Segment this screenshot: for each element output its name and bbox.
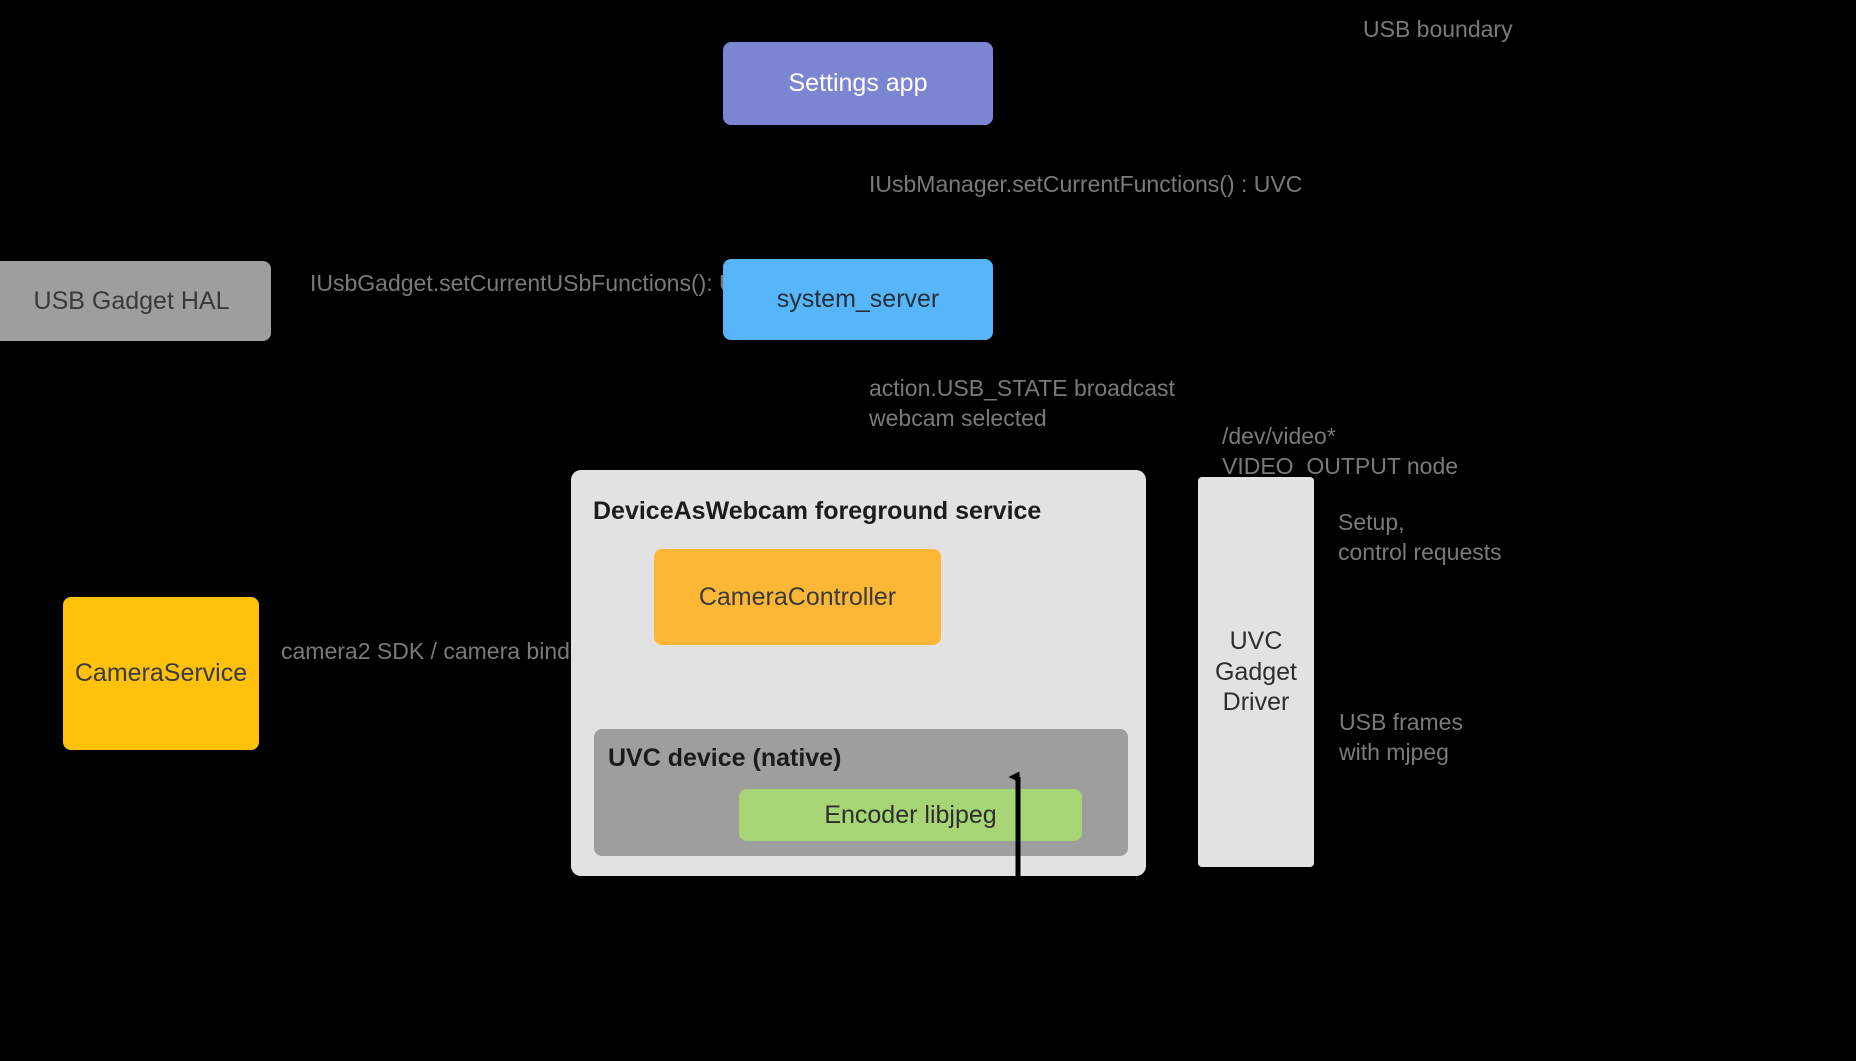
label-camera2-sdk-camera-binder: camera2 SDK / camera binder: [281, 638, 591, 664]
label-usb-boundary: USB boundary: [1363, 16, 1513, 42]
label-iusbmanager-setcurrentfunctions: IUsbManager.setCurrentFunctions() : UVC: [869, 171, 1303, 197]
label-usb-frames-with-mjpeg: USB frames with mjpeg: [1339, 709, 1463, 766]
label-dev-video-output-node: /dev/video* VIDEO_OUTPUT node: [1222, 423, 1459, 480]
node-deviceaswebcam-service-title: DeviceAsWebcam foreground service: [593, 497, 1042, 525]
node-uvc-device-native-title: UVC device (native): [608, 744, 842, 772]
node-uvc-gadget-driver[interactable]: UVC Gadget Driver: [1198, 477, 1314, 867]
node-system-server[interactable]: system_server: [723, 259, 993, 340]
node-encoder-libjpeg[interactable]: Encoder libjpeg: [739, 789, 1082, 841]
node-camera-service[interactable]: CameraService: [63, 597, 259, 750]
node-camera-controller[interactable]: CameraController: [654, 549, 941, 645]
label-usb-state-broadcast: action.USB_STATE broadcast webcam select…: [869, 375, 1175, 432]
node-usb-gadget-hal[interactable]: USB Gadget HAL: [0, 261, 271, 341]
node-settings-app[interactable]: Settings app: [723, 42, 993, 125]
label-setup-control-requests: Setup, control requests: [1338, 509, 1502, 566]
label-iusbgadget-setcurrentusbfunctions: IUsbGadget.setCurrentUSbFunctions(): UVC: [310, 270, 768, 296]
